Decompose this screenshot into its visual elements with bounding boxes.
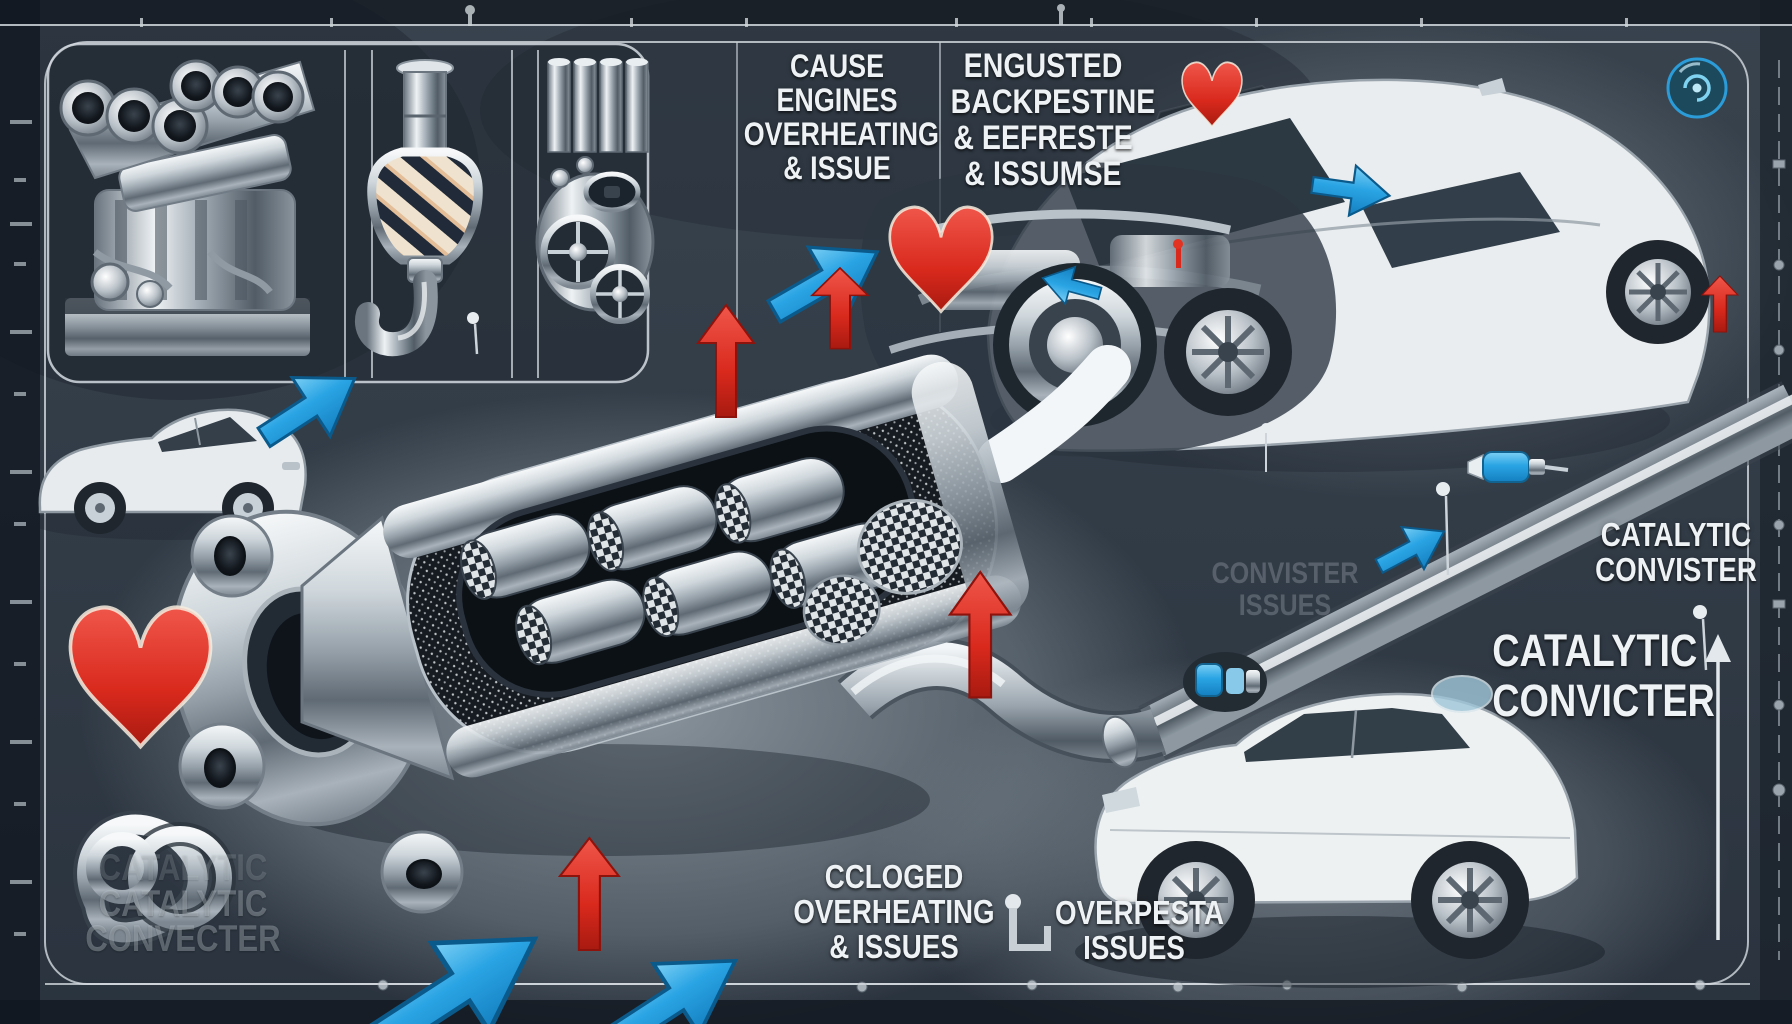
twisted-knot-sculpture bbox=[73, 810, 236, 947]
blue-fitting-icon bbox=[1183, 652, 1267, 712]
catalytic-converter-cutaway bbox=[170, 354, 1029, 914]
label-ghost-catalytic-convecter: CATALYTIC CATALYTIC CONVECTER bbox=[73, 847, 293, 960]
converter-internals-illustration bbox=[535, 58, 655, 324]
top-ruler-ticks bbox=[140, 4, 1628, 27]
label-line: CONVICTER bbox=[1492, 675, 1715, 727]
label-line: CCLOGED bbox=[824, 858, 964, 895]
bottom-right-car bbox=[1075, 692, 1605, 988]
label-line: & ISSUE bbox=[783, 149, 891, 186]
top-left-panels bbox=[46, 42, 655, 384]
substrate-rollers bbox=[460, 457, 900, 666]
label-line: & ISSUES bbox=[829, 927, 959, 965]
label-cause-engines-overheating: CAUSE ENGINES OVERHEATING & ISSUE bbox=[743, 48, 939, 186]
dial-wheel bbox=[590, 264, 650, 324]
engine-illustration bbox=[59, 59, 316, 356]
label-catalytic-convicter: CATALYTIC CONVICTER bbox=[1492, 625, 1715, 727]
label-line: & ISSUMSE bbox=[964, 155, 1122, 194]
label-ghost-convister-issues: CONVISTER ISSUES bbox=[1207, 558, 1363, 622]
intake-trumpets bbox=[59, 59, 305, 155]
label-overpesta-issues: OVERPESTA ISSUES bbox=[1055, 894, 1224, 966]
left-ruler-marks bbox=[10, 120, 32, 936]
label-line: OVERHEATING bbox=[743, 115, 939, 152]
mesh-ball bbox=[802, 574, 881, 646]
label-line: ENGUSTED bbox=[963, 47, 1123, 85]
front-wheel bbox=[1137, 841, 1255, 959]
glass-part-icon bbox=[1431, 675, 1493, 713]
front-wheel bbox=[1164, 288, 1292, 416]
label-line: CATALYTIC bbox=[1492, 625, 1698, 676]
label-line: CONVISTER bbox=[1595, 550, 1757, 588]
oxygen-sensor-illustration bbox=[354, 59, 483, 357]
label-line: CAUSE bbox=[789, 48, 885, 84]
vertical-up-arrow bbox=[1705, 634, 1731, 940]
label-line: CATALYTIC bbox=[1600, 516, 1752, 553]
label-line: BACKPESTINE bbox=[950, 83, 1156, 122]
bracket-pin-icon bbox=[1005, 894, 1051, 951]
label-line: CATALYTIC bbox=[98, 847, 268, 888]
label-line: CONVECTER bbox=[85, 918, 281, 960]
label-engusted-backpestine: ENGUSTED BACKPESTINE & EEFRESTE & ISSUMS… bbox=[950, 47, 1156, 194]
label-cloged-overheating-issues: CCLOGED OVERHEATING & ISSUES bbox=[788, 858, 1000, 965]
rear-wheel bbox=[1606, 240, 1710, 344]
rear-wheel bbox=[1411, 841, 1529, 959]
label-line: ENGINES bbox=[776, 81, 898, 118]
label-line: OVERPESTA bbox=[1055, 894, 1224, 931]
mesh-ball bbox=[856, 498, 963, 595]
label-line: ISSUES bbox=[1238, 588, 1332, 622]
small-components bbox=[467, 312, 1731, 951]
dial-wheel bbox=[540, 214, 616, 290]
turbo-badge-icon bbox=[1666, 57, 1728, 119]
converter-body bbox=[383, 354, 1029, 778]
label-line: ISSUES bbox=[1083, 928, 1185, 966]
blue-sensor-icon bbox=[1467, 451, 1569, 483]
label-line: OVERHEATING bbox=[793, 892, 995, 930]
label-line: CATALYTIC bbox=[98, 882, 268, 924]
label-catalytic-convister: CATALYTIC CONVISTER bbox=[1594, 516, 1759, 588]
label-line: CONVISTER bbox=[1211, 557, 1359, 590]
label-line: & EEFRESTE bbox=[953, 119, 1133, 158]
inlet-cone bbox=[300, 515, 455, 781]
